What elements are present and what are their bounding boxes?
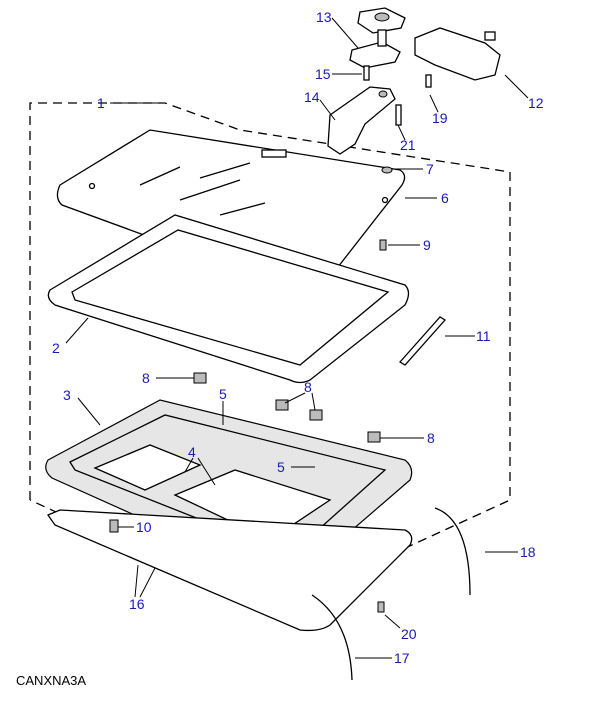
- headlining-panel: [47, 509, 413, 632]
- callout-3: 3: [63, 387, 71, 403]
- callout-7: 7: [426, 161, 434, 177]
- diagram-code: CANXNA3A: [16, 673, 87, 688]
- callout-18: 18: [520, 544, 536, 560]
- clip-part-7: [381, 166, 393, 174]
- callout-6: 6: [441, 190, 449, 206]
- callout-9: 9: [423, 237, 431, 253]
- drain-tube-18: [434, 507, 471, 596]
- callout-8: 8: [142, 370, 150, 386]
- motor-assembly: [327, 7, 501, 155]
- callout-8: 8: [304, 379, 312, 395]
- leader-lines: [65, 17, 529, 659]
- clip-part-10: [109, 519, 119, 533]
- callout-11: 11: [476, 328, 491, 344]
- seal-strip: [398, 316, 447, 366]
- callout-5: 5: [219, 386, 227, 402]
- drain-tube-17: [311, 594, 353, 681]
- callout-17: 17: [394, 650, 410, 666]
- clip-part-8: [275, 399, 289, 411]
- clip-part-8: [309, 409, 323, 421]
- callout-16: 16: [129, 596, 145, 612]
- clip-part-8: [193, 372, 207, 384]
- callout-14: 14: [304, 89, 320, 105]
- callout-1: 1: [97, 95, 105, 111]
- callout-15: 15: [315, 66, 331, 82]
- callout-12: 12: [528, 95, 544, 111]
- callouts: 1 2 3 4 5 5 6 7 8 8 8 9 10 11 12 13 14 1…: [52, 9, 544, 666]
- callout-2: 2: [52, 340, 60, 356]
- screw-part-9: [379, 239, 387, 251]
- callout-4: 4: [188, 444, 196, 460]
- callout-19: 19: [432, 110, 448, 126]
- callout-20: 20: [401, 626, 417, 642]
- callout-5: 5: [277, 459, 285, 475]
- screw-part-20: [377, 601, 385, 613]
- clip-part-8: [367, 431, 381, 443]
- sunroof-frame: [47, 214, 410, 384]
- callout-10: 10: [136, 519, 152, 535]
- callout-13: 13: [316, 9, 332, 25]
- callout-21: 21: [400, 137, 416, 153]
- callout-8: 8: [427, 430, 435, 446]
